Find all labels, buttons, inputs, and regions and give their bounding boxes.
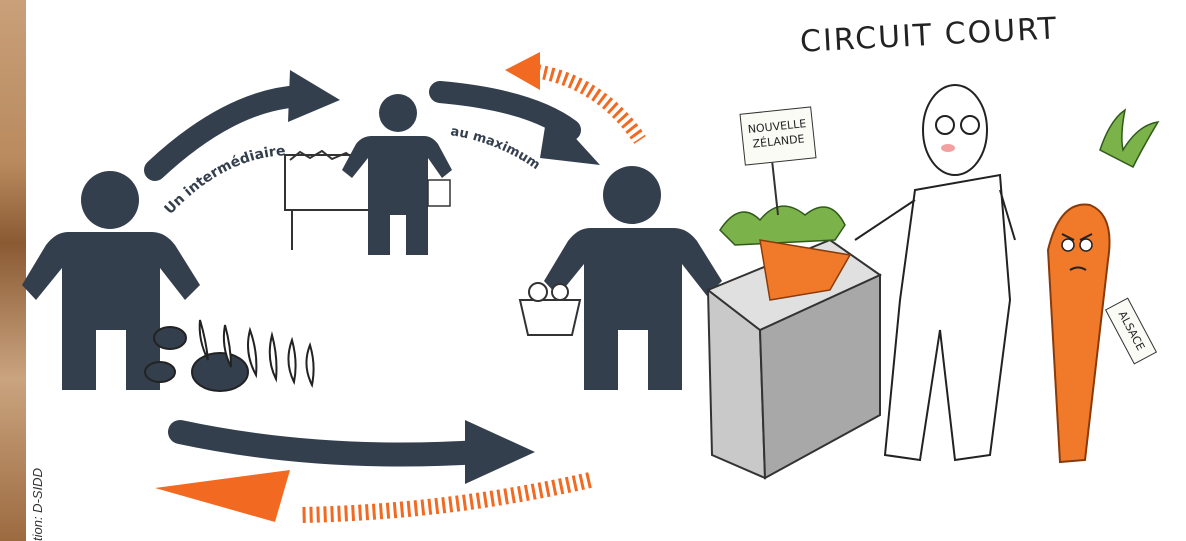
label-vente-directe: Vente directe	[274, 420, 382, 439]
label-au-maximum: au maximum	[449, 124, 542, 173]
intermediary-person-icon	[285, 94, 452, 255]
sign-nz-stick	[772, 160, 778, 215]
angry-carrot	[1048, 110, 1158, 462]
chickens-carrots-sketch	[145, 320, 314, 391]
basket-icon	[520, 283, 580, 335]
orange-arrow-bottom	[155, 470, 590, 522]
sign-nouvelle-zelande: NOUVELLE ZÉLANDE	[739, 106, 816, 165]
consumer-person-icon	[544, 166, 722, 390]
